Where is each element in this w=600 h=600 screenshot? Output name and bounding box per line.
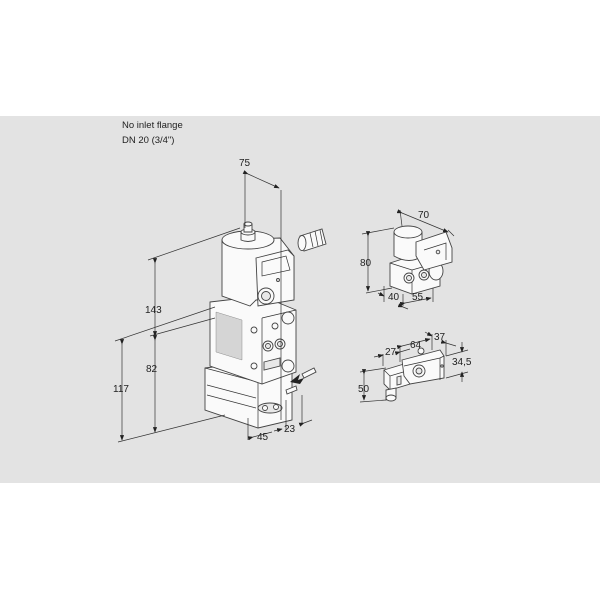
main-view-dimensions: 75 143 82 117 45 23 (113, 158, 313, 443)
dim-143: 143 (145, 305, 162, 316)
note-inlet-flange: No inlet flange (122, 120, 183, 131)
detail-bottom-right-illustration (383, 347, 445, 402)
dim-34-5: 34,5 (452, 357, 472, 368)
cable-gland-icon (297, 228, 327, 252)
drawing-background-band (0, 116, 600, 483)
dim-37: 37 (434, 332, 446, 343)
dim-27: 27 (385, 347, 397, 358)
dim-45: 45 (257, 432, 269, 443)
dim-70: 70 (418, 210, 430, 221)
dim-82: 82 (146, 364, 158, 375)
detail-top-right-dimensions: 70 80 40 55 (360, 209, 455, 310)
dim-55: 55 (412, 292, 424, 303)
dim-23: 23 (284, 424, 296, 435)
dim-75: 75 (239, 158, 251, 169)
dim-117: 117 (113, 384, 129, 395)
detail-top-right-illustration (389, 225, 453, 295)
dim-50: 50 (358, 384, 370, 395)
main-valve-illustration (204, 221, 327, 429)
note-dn-size: DN 20 (3/4") (122, 135, 175, 146)
dim-80: 80 (360, 258, 372, 269)
test-nipple-icon (285, 367, 317, 395)
dim-40: 40 (388, 292, 400, 303)
detail-bottom-right-dimensions: 27 64 37 34,5 50 (358, 331, 472, 403)
